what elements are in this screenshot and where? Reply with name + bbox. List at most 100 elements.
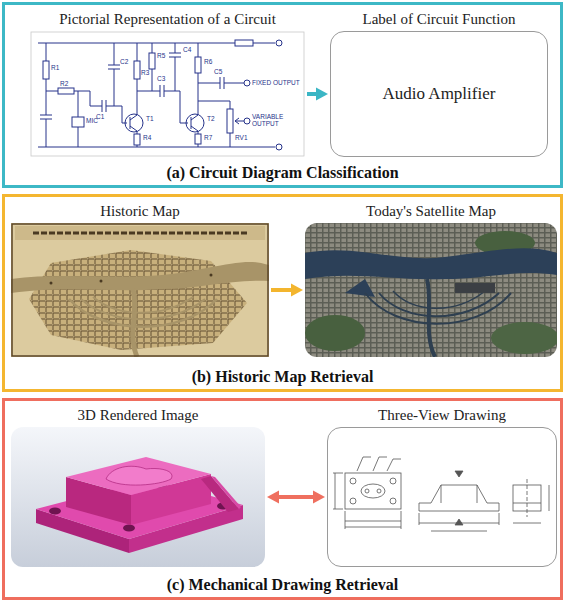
part-body [123, 525, 135, 532]
image-area: R1R2MICC1C2R3T1R4R5C4C3R6T2R7C5RV1FIXED … [30, 31, 305, 157]
circuit-wires [40, 43, 52, 147]
satellite-ground [305, 248, 557, 279]
circuit-wires [195, 57, 201, 73]
panel-caption: (b) Historic Map Retrieval [192, 368, 374, 385]
arrow-connector [267, 491, 325, 504]
image-heading: Three-View Drawing [378, 407, 506, 423]
component-label: R4 [143, 134, 151, 141]
image-heading: Pictorial Representation of a Circuit [59, 11, 276, 27]
drawing-lines [345, 473, 401, 509]
map-ground [11, 262, 269, 293]
part-body [49, 508, 61, 515]
circuit-wires [149, 53, 155, 69]
satellite-ground [427, 279, 435, 357]
satellite-ground [305, 223, 557, 357]
satellite-ground [379, 293, 499, 316]
heading-row: Pictorial Representation of a Circuit [30, 9, 305, 29]
circuit-wires [38, 147, 275, 148]
drawing-lines [357, 457, 401, 471]
drawing-lines [419, 513, 499, 531]
heading-row: Three-View Drawing [327, 405, 557, 425]
drawing-lines [361, 484, 385, 498]
panel-caption: (c) Mechanical Drawing Retrieval [167, 576, 398, 593]
caption-row: (c) Mechanical Drawing Retrieval [5, 576, 560, 594]
image-area [305, 223, 557, 357]
map-ground [15, 226, 265, 240]
arrow-connector [307, 88, 328, 101]
component-label: R6 [204, 58, 212, 65]
map-ground [50, 282, 53, 285]
label-box: Audio AmplifierLabel of Circuit Function [330, 9, 548, 157]
circuit-wires [134, 61, 140, 79]
arrow-head [313, 491, 325, 504]
drawing-lines [390, 498, 396, 504]
circuit-wires [276, 144, 282, 150]
component-label: C4 [183, 46, 191, 53]
caption-row: (a) Circuit Diagram Classification [5, 164, 560, 182]
drawing-lines [513, 485, 549, 523]
part-body [11, 427, 265, 567]
three-view-drawing [327, 427, 555, 567]
heading-row: Today's Satellite Map [305, 201, 557, 221]
component-label: FIXED OUTPUT [252, 79, 302, 86]
image-area [11, 223, 269, 357]
arrow-head [267, 491, 279, 504]
circuit-wires [244, 118, 250, 124]
part-body [211, 476, 241, 509]
drawing-lines [455, 471, 463, 477]
part-body [106, 466, 172, 485]
map-ground [29, 250, 247, 350]
circuit-wires [235, 118, 244, 124]
component-label: C2 [120, 58, 128, 65]
satellite-ground [455, 283, 495, 293]
rendered-image: 3D Rendered Image [11, 405, 265, 567]
satellite-ground [491, 322, 557, 354]
image-heading: Label of Circuit Function [363, 11, 516, 27]
circuit-wires [276, 40, 282, 46]
drawing-lines [333, 473, 343, 509]
component-label: C5 [214, 68, 222, 75]
historic-map [11, 223, 269, 357]
circuit-wires [195, 134, 201, 144]
component-label: C3 [157, 75, 165, 82]
map-ground [210, 274, 213, 277]
image-heading: Today's Satellite Map [366, 203, 496, 219]
circuit-wires [169, 43, 181, 91]
drawing-lines [441, 485, 477, 503]
drawing-lines [350, 498, 356, 504]
circuit-wires [137, 85, 188, 123]
circuit-wires [43, 61, 49, 79]
part-body [11, 427, 265, 567]
image-area [11, 427, 265, 567]
drawing-lines [390, 478, 396, 484]
component-label: RV1 [235, 134, 248, 141]
component-label: T2 [207, 115, 215, 122]
drawing-lines [527, 479, 528, 517]
task-panel: (c) Mechanical Drawing Retrieval 3D Rende… [2, 398, 563, 600]
map-ground [11, 223, 269, 357]
arrow-connector [271, 284, 303, 297]
panel-caption: (a) Circuit Diagram Classification [166, 164, 398, 181]
drawing-lines [455, 519, 463, 525]
circuit-wires [72, 117, 84, 127]
heading-row: 3D Rendered Image [11, 405, 265, 425]
task-panel: (b) Historic Map Retrieval Historic Map To… [2, 194, 563, 392]
heading-row: Label of Circuit Function [330, 9, 548, 29]
historic-map-image: Historic Map [11, 201, 269, 357]
component-label: R5 [157, 52, 165, 59]
task-panel: (a) Circuit Diagram ClassificationR1R2MI… [2, 2, 563, 188]
circuit-wires [244, 80, 250, 86]
component-label: R7 [204, 134, 212, 141]
map-ground [33, 232, 247, 235]
circuit-wires [31, 32, 304, 156]
drawing-lines [365, 489, 369, 493]
circuit-wires [235, 40, 253, 46]
drawing-lines [419, 485, 499, 511]
component-label: VARIABLE OUTPUT [252, 113, 288, 128]
arrow-head [291, 284, 303, 297]
component-label: T1 [146, 115, 154, 122]
component-label: R3 [141, 69, 149, 76]
caption-row: (b) Historic Map Retrieval [5, 368, 560, 386]
satellite-map [305, 223, 557, 357]
